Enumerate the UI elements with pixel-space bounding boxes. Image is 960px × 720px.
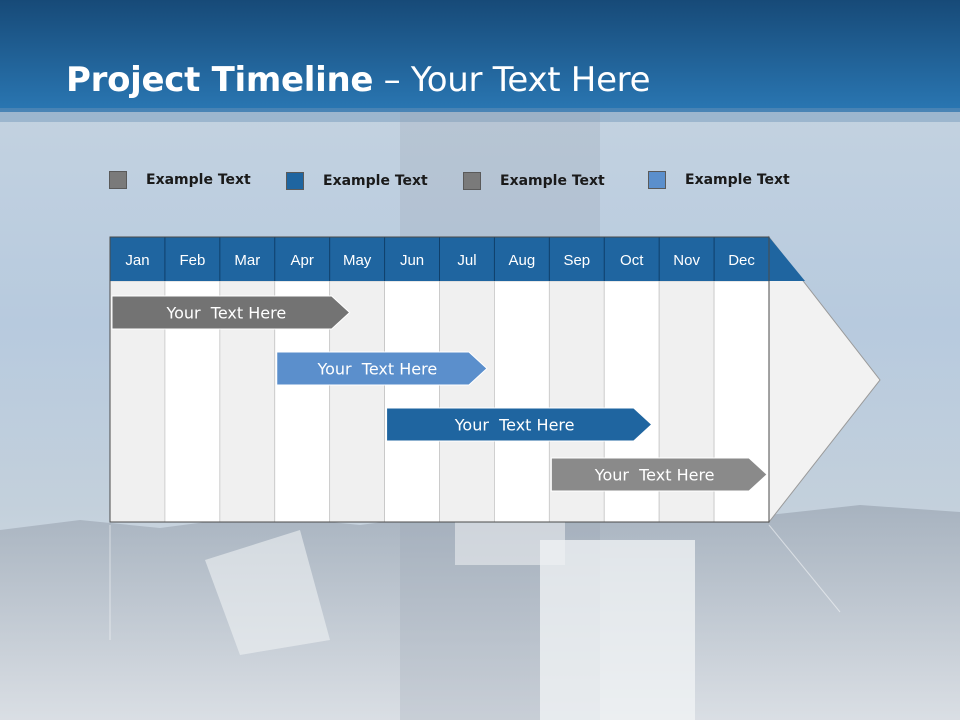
month-label-jul: Jul: [457, 252, 476, 269]
task-arrow-3: [386, 407, 653, 442]
task-arrow-1: [111, 295, 351, 330]
arrow-head-header: [769, 237, 805, 281]
legend-swatch: [648, 171, 666, 189]
legend-label: Example Text: [146, 172, 251, 188]
legend-item-1: Example Text: [109, 171, 251, 189]
task-arrow-2: [276, 351, 488, 386]
legend-label: Example Text: [685, 172, 790, 188]
slide-title: Project Timeline – Your Text Here: [66, 60, 651, 100]
task-label-2: Your Text Here: [316, 360, 437, 379]
legend-swatch: [463, 172, 481, 190]
month-label-nov: Nov: [673, 252, 700, 269]
legend-item-2: Example Text: [286, 172, 428, 190]
reflection-line: [768, 524, 841, 613]
timeline-frame: [109, 236, 770, 523]
task-arrow-4: [550, 457, 768, 492]
legend-swatch: [286, 172, 304, 190]
month-label-apr: Apr: [291, 252, 314, 269]
month-label-jun: Jun: [400, 252, 424, 269]
month-label-feb: Feb: [179, 252, 205, 269]
month-label-dec: Dec: [728, 252, 755, 269]
month-label-may: May: [343, 252, 372, 269]
legend-item-3: Example Text: [463, 172, 605, 190]
month-label-mar: Mar: [234, 252, 260, 269]
task-label-1: Your Text Here: [165, 304, 286, 323]
month-label-aug: Aug: [509, 252, 536, 269]
title-rest: – Your Text Here: [373, 60, 651, 100]
month-column: [494, 280, 550, 523]
month-label-jan: Jan: [125, 252, 149, 269]
legend-label: Example Text: [323, 173, 428, 189]
task-label-3: Your Text Here: [454, 416, 575, 435]
legend-swatch: [109, 171, 127, 189]
legend-label: Example Text: [500, 173, 605, 189]
task-label-4: Your Text Here: [594, 466, 715, 485]
title-bold: Project Timeline: [66, 60, 374, 100]
month-label-oct: Oct: [620, 252, 644, 269]
legend-item-4: Example Text: [648, 171, 790, 189]
month-label-sep: Sep: [563, 252, 590, 269]
month-column: [384, 280, 440, 523]
month-column: [439, 280, 495, 523]
